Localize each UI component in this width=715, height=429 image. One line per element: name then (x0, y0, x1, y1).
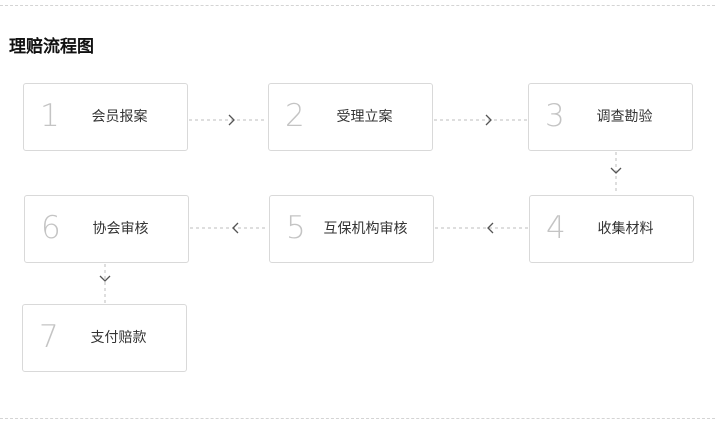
step-3-card: 3 调查勘验 (528, 83, 693, 151)
top-divider (0, 5, 715, 6)
step-label: 会员报案 (91, 109, 148, 125)
step-label: 调查勘验 (596, 109, 653, 125)
connector-3-to-4 (610, 152, 622, 194)
step-number: 7 (39, 319, 59, 355)
step-7-card: 7 支付赔款 (22, 304, 187, 372)
bottom-divider (0, 418, 715, 419)
step-1-card: 1 会员报案 (23, 83, 188, 151)
chevron-down-icon (99, 275, 111, 282)
step-4-card: 4 收集材料 (529, 195, 694, 263)
step-number: 5 (286, 210, 306, 246)
step-number: 3 (545, 98, 565, 134)
connector-1-to-2 (189, 114, 267, 126)
page-title: 理赔流程图 (9, 37, 94, 57)
step-5-card: 5 互保机构审核 (269, 195, 434, 263)
step-6-card: 6 协会审核 (24, 195, 189, 263)
step-label: 互保机构审核 (323, 221, 408, 237)
step-2-card: 2 受理立案 (268, 83, 433, 151)
step-label: 收集材料 (597, 221, 654, 237)
chevron-left-icon (487, 222, 494, 234)
step-label: 协会审核 (92, 221, 149, 237)
step-number: 4 (546, 210, 566, 246)
step-number: 2 (285, 98, 305, 134)
chevron-down-icon (610, 167, 622, 174)
step-label: 受理立案 (336, 109, 393, 125)
chevron-right-icon (485, 114, 492, 126)
step-number: 1 (40, 98, 60, 134)
step-number: 6 (41, 210, 61, 246)
step-label: 支付赔款 (90, 330, 147, 346)
chevron-right-icon (228, 114, 235, 126)
connector-6-to-7 (99, 264, 111, 303)
connector-4-to-5 (435, 222, 528, 234)
connector-5-to-6 (190, 222, 268, 234)
chevron-left-icon (232, 222, 239, 234)
connector-2-to-3 (434, 114, 527, 126)
